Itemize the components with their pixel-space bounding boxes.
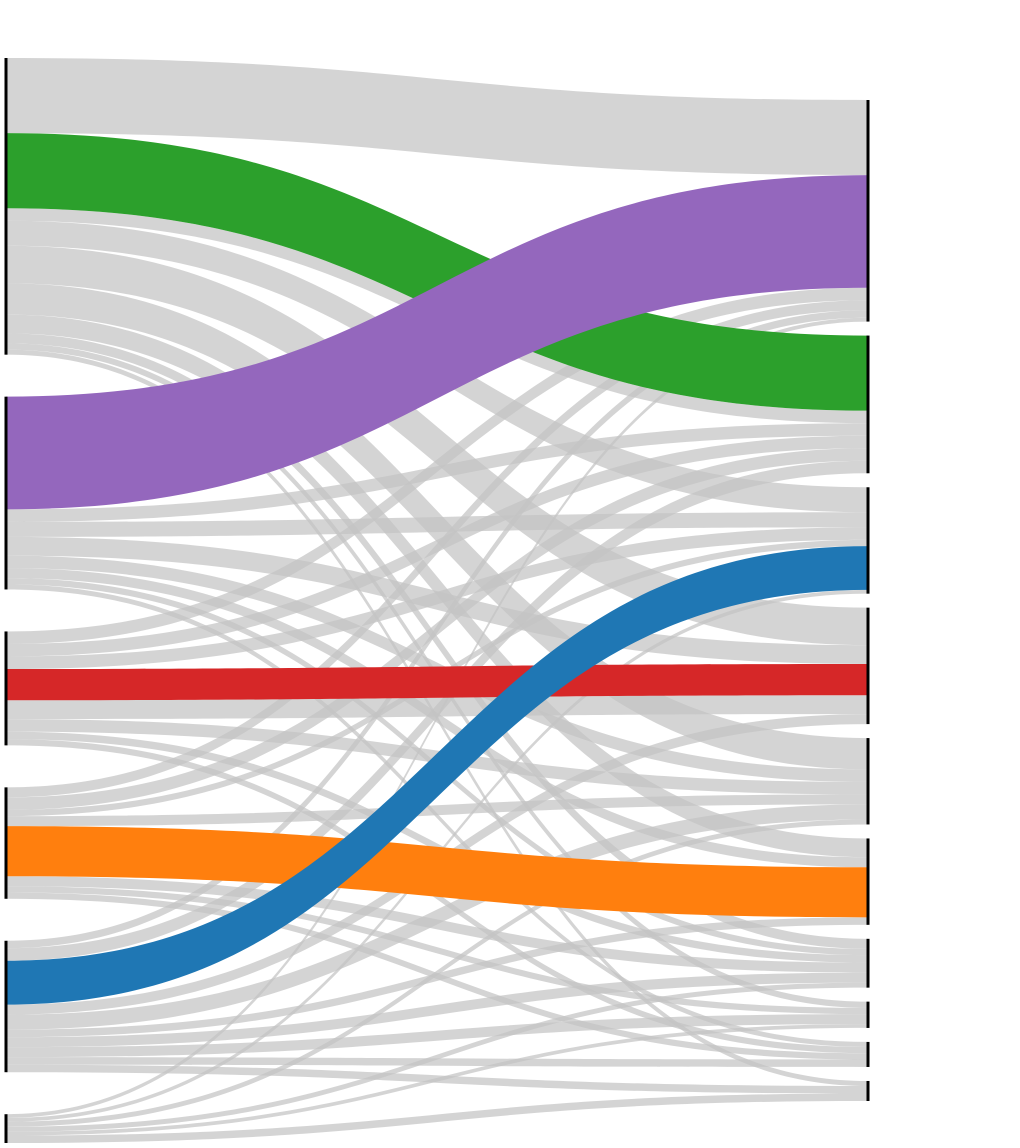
flow-L6-R8 bbox=[6, 1024, 868, 1136]
left-node-bar-L5 bbox=[4, 940, 8, 1073]
left-node-bar-L6 bbox=[4, 1114, 8, 1143]
node-bars-layer bbox=[4, 58, 870, 1143]
flow-L6-R1 bbox=[6, 317, 868, 1118]
flow-L6-R7 bbox=[6, 982, 868, 1132]
flow-L5-R1 bbox=[6, 310, 868, 949]
flow-red-L3-R4 bbox=[6, 663, 868, 701]
right-node-bar-R6 bbox=[866, 838, 870, 925]
flow-green-L1-R2 bbox=[6, 133, 868, 411]
flow-blue-L5-R3 bbox=[6, 546, 868, 1005]
right-node-bar-R1 bbox=[866, 100, 870, 322]
right-node-bar-R4 bbox=[866, 607, 870, 725]
left-node-bar-L2 bbox=[4, 396, 8, 590]
flow-L5-R5 bbox=[6, 804, 868, 1030]
flow-L1-R7 bbox=[6, 333, 868, 949]
right-node-bar-R2 bbox=[866, 335, 870, 474]
right-node-bar-R7 bbox=[866, 938, 870, 988]
flow-L6-R5 bbox=[6, 819, 868, 1127]
flow-L1-R4 bbox=[6, 245, 868, 646]
right-node-bar-R3 bbox=[866, 487, 870, 594]
flow-L1-R6 bbox=[6, 314, 868, 858]
flow-L2-R9 bbox=[6, 584, 868, 1047]
flow-L5-R7 bbox=[6, 972, 868, 1048]
left-node-bar-L3 bbox=[4, 631, 8, 746]
flow-L3-R1 bbox=[6, 287, 868, 644]
flow-L1-R1 bbox=[6, 58, 868, 176]
flow-L4-R1 bbox=[6, 300, 868, 798]
right-node-bar-R8 bbox=[866, 1001, 870, 1028]
flow-L3-R3 bbox=[6, 527, 868, 670]
flow-orange-L4-R6 bbox=[6, 826, 868, 918]
flow-L6-R10 bbox=[6, 1093, 868, 1143]
flow-L4-R8 bbox=[6, 886, 868, 1015]
left-node-bar-L1 bbox=[4, 58, 8, 355]
right-node-bar-R9 bbox=[866, 1041, 870, 1067]
flow-L5-R8 bbox=[6, 1014, 868, 1058]
right-node-bar-R5 bbox=[866, 738, 870, 825]
flow-L2-R2 bbox=[6, 423, 868, 522]
flow-L5-R6 bbox=[6, 917, 868, 1038]
flow-L5-R2 bbox=[6, 460, 868, 961]
highlighted-links-layer bbox=[6, 133, 868, 1005]
flow-L4-R5 bbox=[6, 794, 868, 827]
right-node-bar-R10 bbox=[866, 1080, 870, 1101]
left-node-bar-L4 bbox=[4, 787, 8, 899]
flow-purple-L2-R1 bbox=[6, 175, 868, 510]
